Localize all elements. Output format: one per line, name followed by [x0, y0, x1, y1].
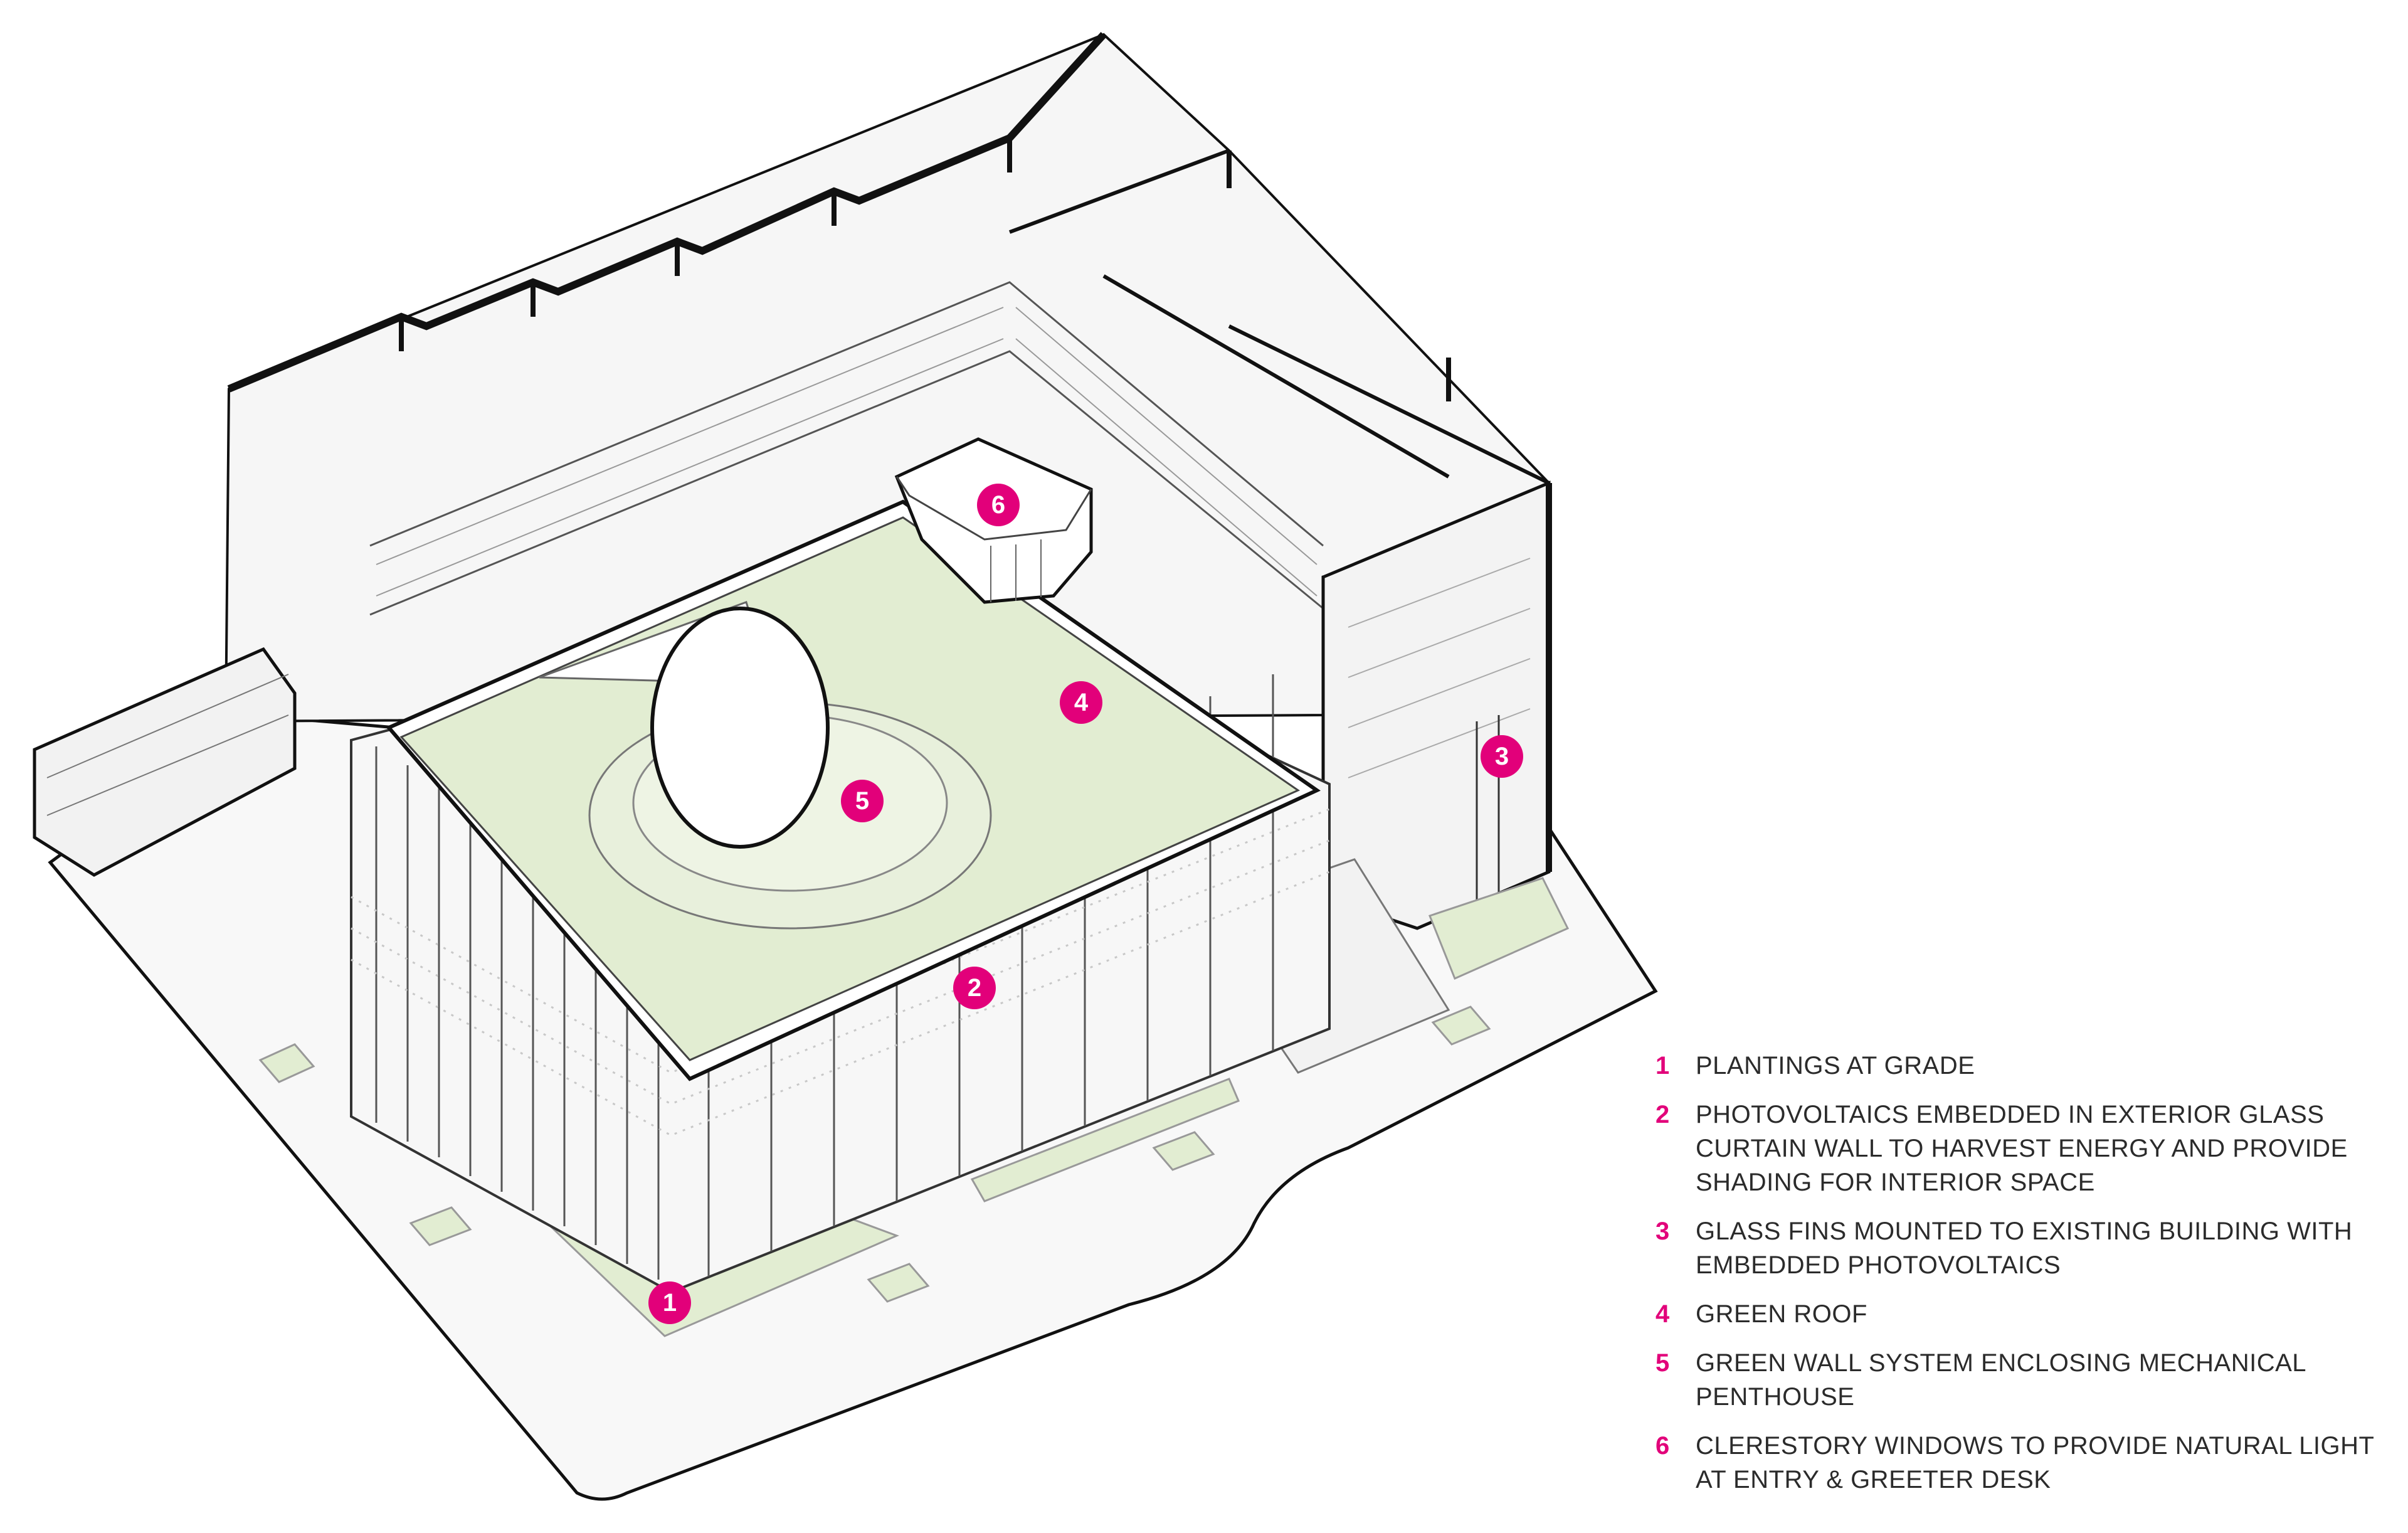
- legend-number: 4: [1656, 1300, 1670, 1328]
- marker-2: 2: [953, 967, 996, 1009]
- svg-text:4: 4: [1074, 689, 1089, 716]
- legend-item: 3 GLASS FINS MOUNTED TO EXISTING BUILDIN…: [1656, 1214, 2395, 1282]
- legend-text: GLASS FINS MOUNTED TO EXISTING BUILDING …: [1696, 1217, 2353, 1279]
- svg-text:1: 1: [663, 1289, 677, 1317]
- legend-number: 5: [1656, 1349, 1670, 1377]
- marker-5: 5: [841, 780, 884, 822]
- legend-number: 1: [1656, 1052, 1670, 1079]
- marker-1: 1: [648, 1281, 691, 1324]
- existing-building: [224, 31, 1552, 930]
- legend-item: 5 GREEN WALL SYSTEM ENCLOSING MECHANICAL…: [1656, 1346, 2395, 1414]
- legend-item: 1 PLANTINGS AT GRADE: [1656, 1049, 2395, 1083]
- legend-number: 6: [1656, 1432, 1670, 1460]
- legend-item: 6 CLERESTORY WINDOWS TO PROVIDE NATURAL …: [1656, 1429, 2395, 1497]
- legend: 1 PLANTINGS AT GRADE 2 PHOTOVOLTAICS EMB…: [1656, 1049, 2395, 1512]
- legend-text: PHOTOVOLTAICS EMBEDDED IN EXTERIOR GLASS…: [1696, 1101, 2348, 1196]
- marker-4: 4: [1060, 681, 1102, 724]
- svg-text:5: 5: [855, 787, 869, 815]
- legend-item: 2 PHOTOVOLTAICS EMBEDDED IN EXTERIOR GLA…: [1656, 1098, 2395, 1199]
- legend-text: GREEN WALL SYSTEM ENCLOSING MECHANICAL P…: [1696, 1349, 2306, 1411]
- left-canopy: [33, 647, 297, 877]
- legend-text: GREEN ROOF: [1696, 1300, 1867, 1328]
- legend-number: 2: [1656, 1101, 1670, 1128]
- legend-text: PLANTINGS AT GRADE: [1696, 1052, 1975, 1079]
- legend-text: CLERESTORY WINDOWS TO PROVIDE NATURAL LI…: [1696, 1432, 2374, 1493]
- marker-6: 6: [977, 484, 1020, 526]
- svg-text:2: 2: [968, 974, 981, 1002]
- legend-item: 4 GREEN ROOF: [1656, 1297, 2395, 1331]
- mechanical-penthouse: [588, 607, 992, 930]
- marker-3: 3: [1481, 735, 1523, 778]
- svg-text:3: 3: [1495, 743, 1509, 770]
- legend-number: 3: [1656, 1217, 1670, 1245]
- svg-text:6: 6: [991, 491, 1005, 519]
